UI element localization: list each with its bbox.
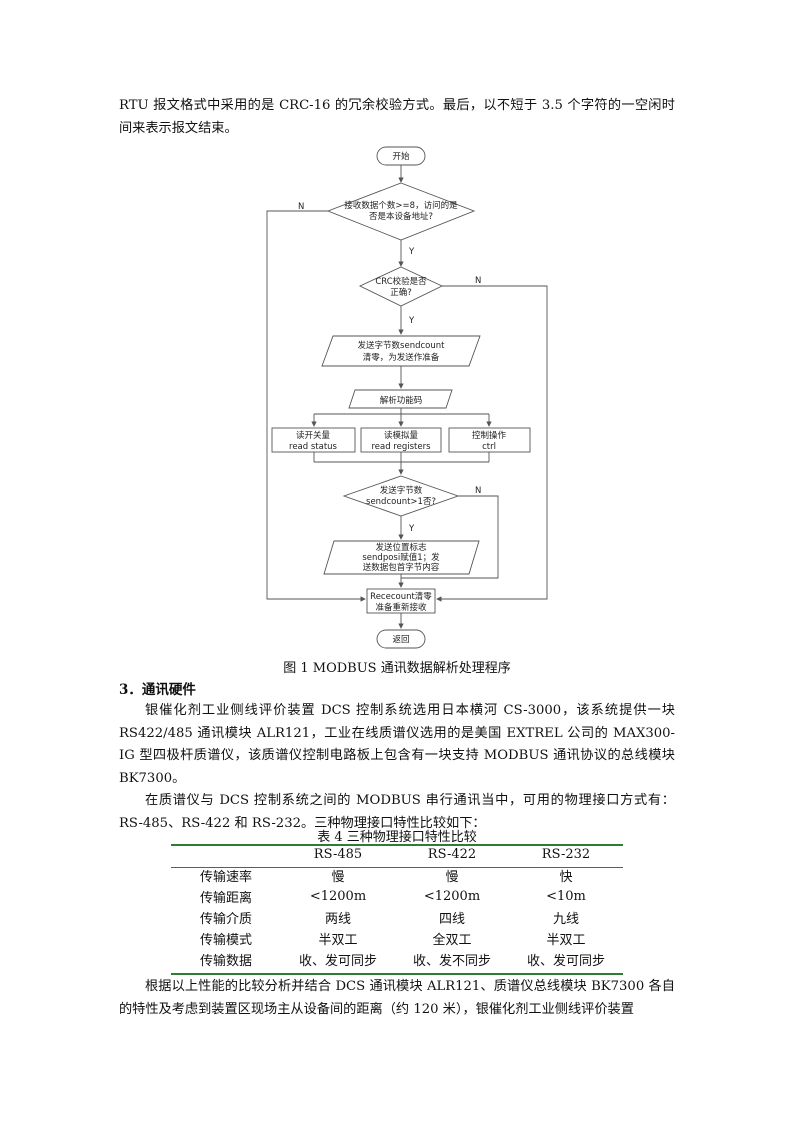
interface-comparison-table: RS-485 RS-422 RS-232 传输速率 慢 慢 快 传输距离 <12… <box>171 844 623 970</box>
flow-start-label: 开始 <box>392 151 410 162</box>
flow-ctrl-line2: ctrl <box>482 442 496 452</box>
table-row: 传输数据 收、发可同步 收、发不同步 收、发可同步 <box>171 949 623 970</box>
table-cell: 传输介质 <box>199 912 252 927</box>
table-cell: 九线 <box>552 912 579 927</box>
table-cell: 半双工 <box>546 933 586 948</box>
flow-end-label: 返回 <box>392 634 409 645</box>
flow-process2-line2: sendposi赋值1；发 <box>362 552 440 563</box>
table-header-cell: RS-422 <box>427 847 477 862</box>
flow-no-label-1: N <box>298 202 304 212</box>
flow-decision3-line2: sendcount>1否? <box>366 497 436 507</box>
table-header-cell: RS-485 <box>313 847 363 862</box>
table-cell: 传输模式 <box>199 933 252 948</box>
flow-read-status-line1: 读开关量 <box>296 430 331 441</box>
table-cell: 收、发可同步 <box>526 954 605 969</box>
table-header-rule <box>171 867 623 868</box>
flow-yes-label-2: Y <box>408 316 415 326</box>
table-cell: 快 <box>559 870 573 885</box>
table-row: 传输介质 两线 四线 九线 <box>171 907 623 928</box>
flow-reset-rececount <box>366 588 436 614</box>
table-caption: 表 4 三种物理接口特性比较 <box>317 830 477 845</box>
table-row: 传输模式 半双工 全双工 半双工 <box>171 928 623 949</box>
flow-process2-line1: 发送位置标志 <box>375 542 427 553</box>
figure-caption: 图 1 MODBUS 通讯数据解析处理程序 <box>283 661 511 676</box>
table-cell: <10m <box>546 889 586 904</box>
table-cell: 四线 <box>438 912 465 927</box>
table-cell: 半双工 <box>318 933 358 948</box>
table-row: 传输距离 <1200m <1200m <10m <box>171 886 623 907</box>
table-header-cell: RS-232 <box>541 847 591 862</box>
flow-reset-line1: Rececount清零 <box>370 591 432 602</box>
table-row: 传输速率 慢 慢 快 <box>171 865 623 886</box>
table-header-row: RS-485 RS-422 RS-232 <box>171 844 623 865</box>
flow-decision1-line2: 否是本设备地址? <box>369 211 433 222</box>
table-cell: <1200m <box>309 889 367 904</box>
flow-read-registers-line2: read registers <box>371 442 431 452</box>
flow-parse-function-code <box>348 389 453 409</box>
table-cell: 全双工 <box>432 933 472 948</box>
flow-parse-label: 解析功能码 <box>380 395 423 406</box>
flow-branch-read-status <box>271 427 356 453</box>
flow-ctrl-line1: 控制操作 <box>472 430 507 441</box>
table-cell: <1200m <box>423 889 481 904</box>
table-cell: 传输距离 <box>199 891 252 906</box>
flow-yes-label-3: Y <box>408 524 415 534</box>
flow-branch-read-registers <box>360 427 442 453</box>
table-cell: 收、发不同步 <box>412 954 491 969</box>
flow-process-clear-sendcount <box>321 335 481 367</box>
flow-process2-line3: 送数据包首字节内容 <box>363 562 440 573</box>
flow-decision1-line1: 接收数据个数>=8，访问的是 <box>344 200 458 211</box>
table-cell: 传输速率 <box>199 870 252 885</box>
table-cell: 两线 <box>324 912 351 927</box>
flow-decision-sendcount <box>342 475 460 517</box>
flow-reset-line2: 准备重新接收 <box>375 602 427 613</box>
paragraph-conclusion: 根据以上性能的比较分析并结合 DCS 通讯模块 ALR121、质谱仪总线模块 B… <box>119 979 675 1017</box>
modbus-flowchart: 开始 接收数据个数>=8，访问的是 否是本设备地址? N Y CRC校验是否 正… <box>266 146 548 649</box>
table-cell: 收、发可同步 <box>298 954 377 969</box>
flow-read-registers-line1: 读模拟量 <box>384 430 419 441</box>
paragraph-interfaces: 在质谱仪与 DCS 控制系统之间的 MODBUS 串行通讯当中，可用的物理接口方… <box>119 793 675 831</box>
table-bottom-rule <box>171 973 623 975</box>
section-heading: 3．通讯硬件 <box>119 682 196 698</box>
paragraph-hardware: 银催化剂工业侧线评价装置 DCS 控制系统选用日本横河 CS-3000，该系统提… <box>119 703 675 786</box>
table-top-rule <box>171 844 623 846</box>
flow-end-node <box>376 629 426 649</box>
table-cell: 慢 <box>331 870 345 885</box>
flow-branch-ctrl <box>448 427 531 453</box>
flow-read-status-line2: read status <box>289 442 338 452</box>
table-cell: 慢 <box>445 870 459 885</box>
flow-process1-line1: 发送字节数sendcount <box>358 340 446 351</box>
flow-no-label-3: N <box>475 486 481 496</box>
flow-decision3-line1: 发送字节数 <box>380 485 423 496</box>
table-cell: 传输数据 <box>199 954 252 969</box>
flow-decision2-line1: CRC校验是否 <box>375 276 427 287</box>
table-header-cell <box>171 844 281 865</box>
flow-yes-label-1: Y <box>408 247 415 257</box>
intro-paragraph: RTU 报文格式中采用的是 CRC-16 的冗余校验方式。最后，以不短于 3.5… <box>119 98 675 136</box>
flow-decision2-line2: 正确? <box>390 287 412 298</box>
flow-no-label-2: N <box>475 276 481 286</box>
flow-process1-line2: 清零，为发送作准备 <box>363 352 440 363</box>
flow-process-send-first-byte <box>323 540 480 575</box>
